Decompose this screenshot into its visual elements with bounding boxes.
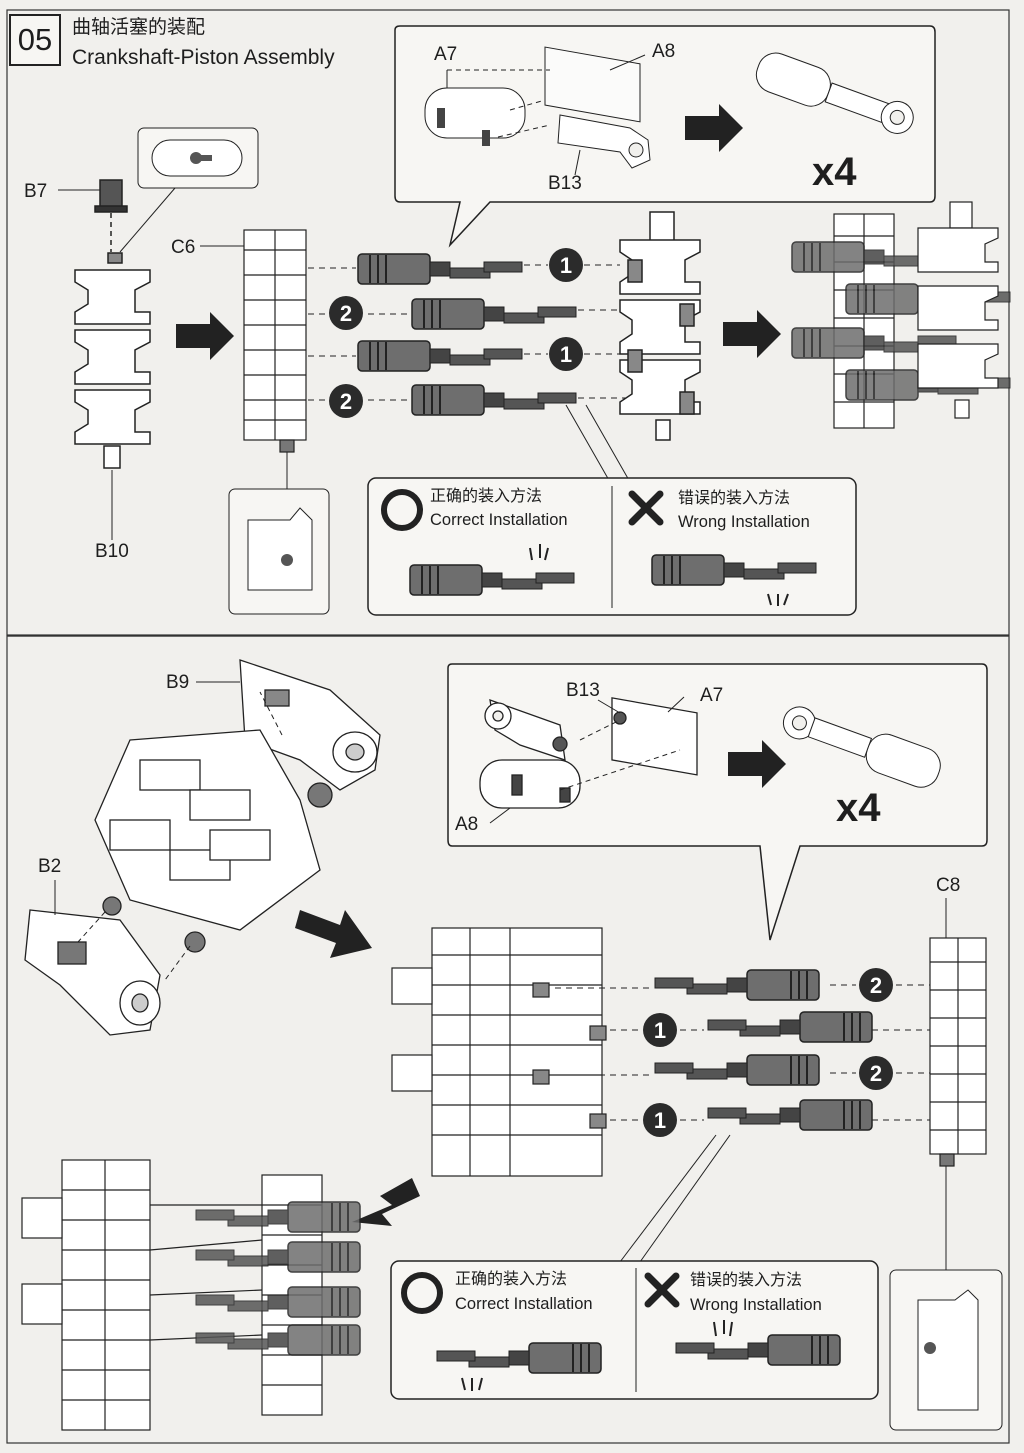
label-b2: B2 <box>38 856 62 877</box>
order-badge-2-c: 2 <box>870 973 882 998</box>
order-badge-2-d: 2 <box>870 1061 882 1086</box>
multiplier-bottom: x4 <box>836 786 881 830</box>
label-a7-top: A7 <box>434 44 458 65</box>
label-b9: B9 <box>166 672 190 693</box>
wrong-label-en-bottom: Wrong Installation <box>690 1296 822 1314</box>
order-badge-1-c: 1 <box>654 1018 666 1043</box>
wrong-label-zh-top: 错误的装入方法 <box>678 490 791 507</box>
label-b7: B7 <box>24 181 48 202</box>
label-b13-top: B13 <box>548 173 582 194</box>
step-number: 05 <box>9 14 61 66</box>
label-a8-bottom: A8 <box>455 814 479 835</box>
wrong-label-en-top: Wrong Installation <box>678 513 810 531</box>
correct-label-en-top: Correct Installation <box>430 511 568 529</box>
step-title-en: Crankshaft-Piston Assembly <box>72 46 335 69</box>
label-c8: C8 <box>936 875 961 896</box>
label-c6: C6 <box>171 237 196 258</box>
label-b13-bottom: B13 <box>566 680 600 701</box>
wrong-label-zh-bottom: 错误的装入方法 <box>690 1272 803 1289</box>
label-a8-top: A8 <box>652 41 676 62</box>
correct-label-zh-bottom: 正确的装入方法 <box>455 1271 568 1288</box>
order-badge-2-a: 2 <box>340 301 352 326</box>
label-a7-bottom: A7 <box>700 685 724 706</box>
order-badge-1-d: 1 <box>654 1108 666 1133</box>
multiplier-top: x4 <box>812 150 857 194</box>
order-badge-1-b: 1 <box>560 342 572 367</box>
label-b10: B10 <box>95 541 129 562</box>
step-title-zh: 曲轴活塞的装配 <box>72 17 206 38</box>
correct-label-zh-top: 正确的装入方法 <box>430 488 543 505</box>
order-badge-2-b: 2 <box>340 389 352 414</box>
order-badge-1-a: 1 <box>560 253 572 278</box>
correct-label-en-bottom: Correct Installation <box>455 1295 593 1313</box>
